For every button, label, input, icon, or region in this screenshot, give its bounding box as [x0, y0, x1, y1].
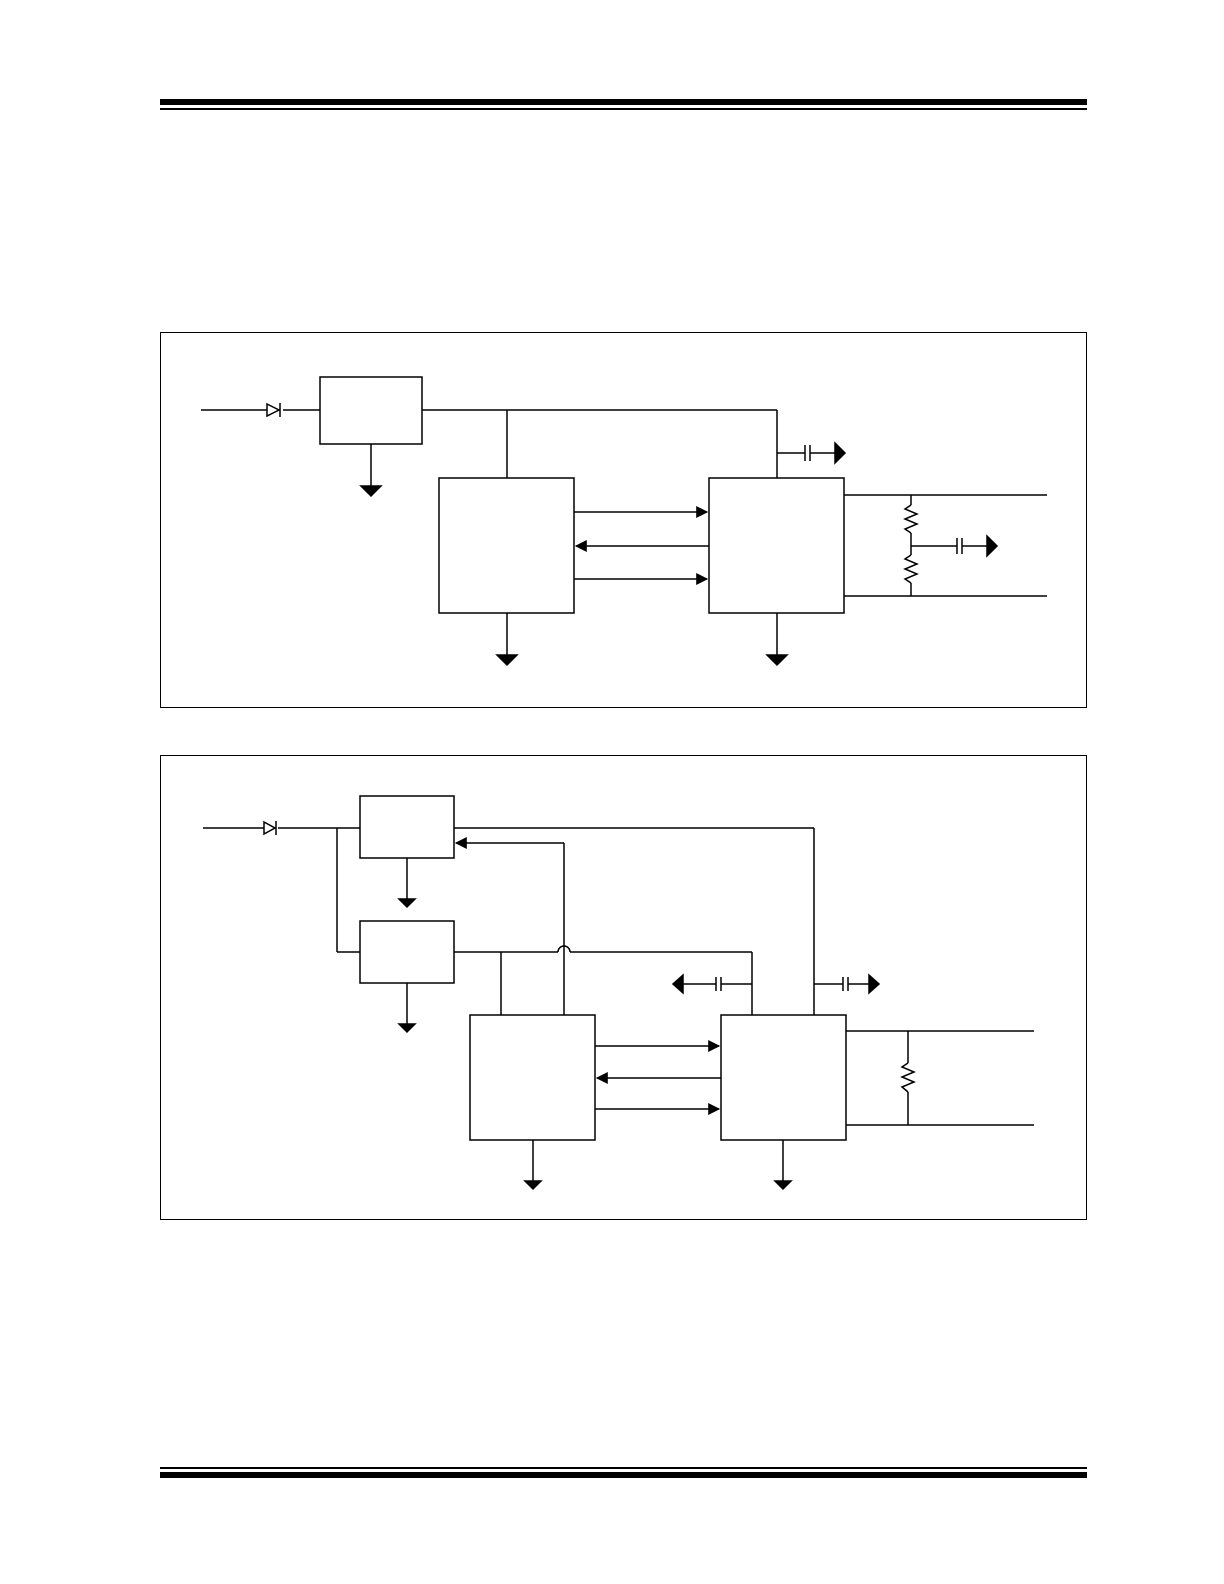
- figure-2-panel: [160, 755, 1087, 1220]
- transceiver-block: [708, 477, 845, 614]
- ground-icon: [671, 973, 684, 995]
- bypass-capacitor-left: [683, 977, 752, 991]
- figure-1-panel: [160, 332, 1087, 708]
- ground-icon: [523, 1180, 543, 1191]
- supply-rail: [422, 409, 778, 478]
- ground-icon: [773, 1180, 793, 1191]
- regulator-block: [319, 376, 423, 445]
- input-line: [203, 827, 360, 953]
- bypass-capacitor-right: [814, 977, 869, 991]
- supply-rail-a: [454, 827, 815, 1015]
- regulator-block-b: [359, 920, 455, 984]
- figure-1-schematic: [201, 376, 1047, 667]
- ground-icon: [397, 1023, 417, 1034]
- ground-icon: [495, 654, 519, 667]
- resistor-icon: [903, 504, 919, 534]
- controller-block: [469, 1014, 596, 1141]
- header-rule-thick: [160, 99, 1087, 105]
- transceiver-block: [720, 1014, 847, 1141]
- split-termination: [903, 495, 987, 596]
- ground-icon: [868, 973, 881, 995]
- diode-icon: [263, 820, 277, 836]
- supply-rail-b: [454, 945, 753, 1015]
- resistor-icon: [903, 554, 919, 584]
- ground-icon: [986, 534, 999, 558]
- ground-icon: [765, 654, 789, 667]
- controller-block: [438, 477, 575, 614]
- ground-icon: [834, 441, 847, 465]
- ground-icon: [397, 898, 417, 909]
- ground-icon: [359, 485, 383, 498]
- regulator-block-a: [359, 795, 455, 859]
- figure-2-schematic: [203, 795, 1034, 1191]
- footer-rule-thick: [160, 1472, 1087, 1478]
- resistor-icon: [900, 1062, 916, 1093]
- footer-rule-thin: [160, 1467, 1087, 1469]
- bypass-capacitor: [777, 445, 835, 461]
- diode-icon: [266, 402, 281, 418]
- termination-resistor: [900, 1031, 916, 1125]
- header-rule-thin: [160, 108, 1087, 110]
